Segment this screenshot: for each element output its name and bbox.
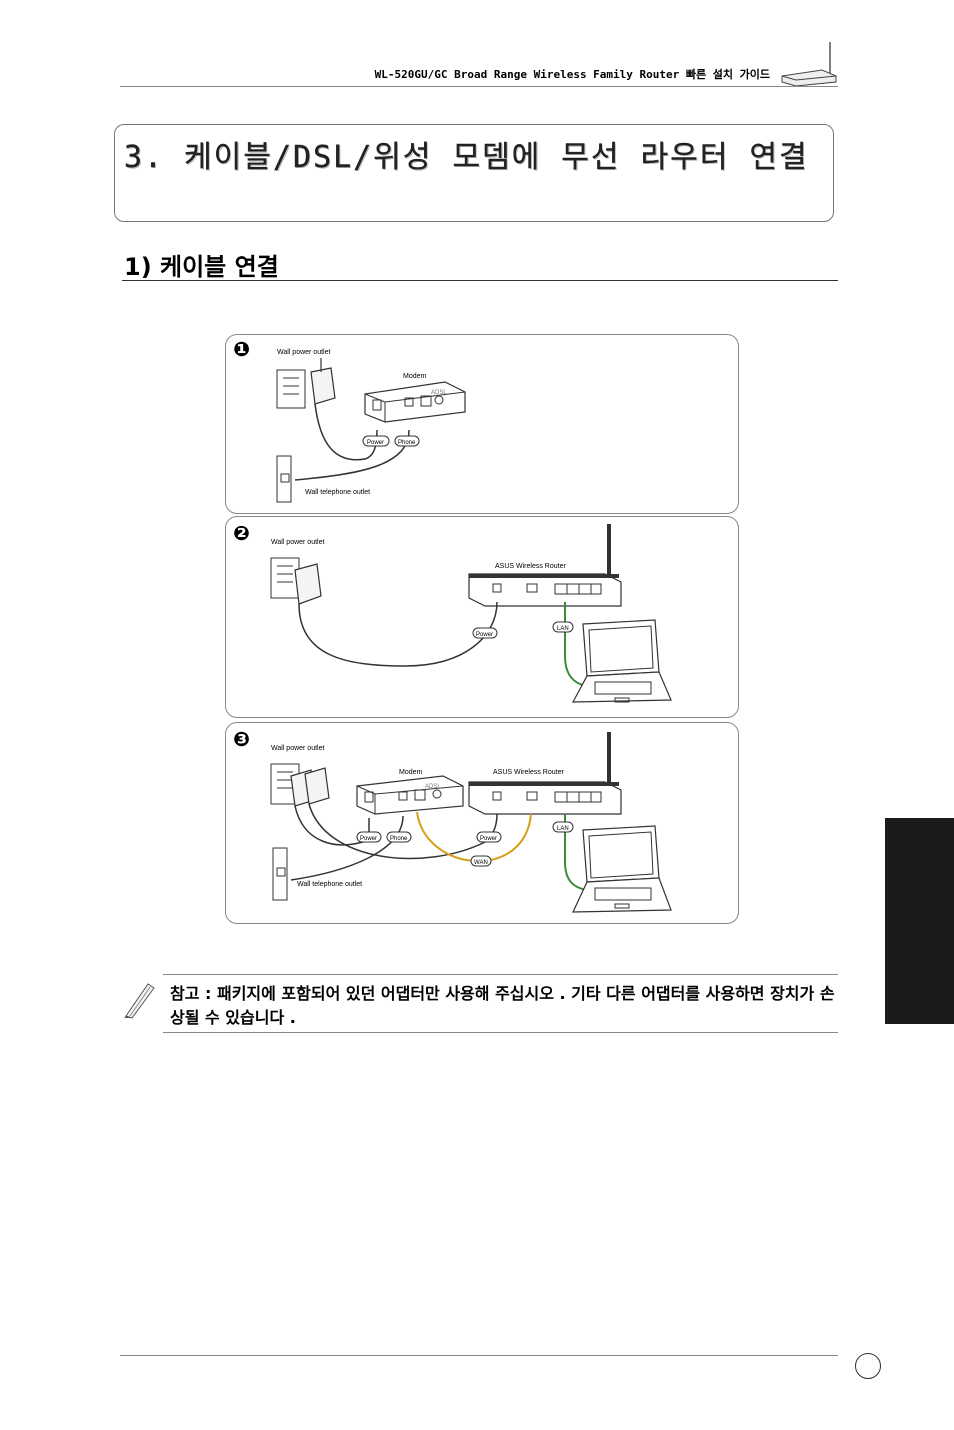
label-wan: WAN	[474, 860, 488, 866]
label-adsl: ADSL	[431, 390, 447, 396]
label-phone: Phone	[398, 440, 416, 446]
wall-telephone-outlet-icon	[272, 847, 288, 901]
note-rule-top	[163, 974, 838, 975]
label-wall-phone: Wall telephone outlet	[297, 881, 362, 888]
note-rule-bottom	[163, 1032, 838, 1033]
wall-power-outlet-icon	[276, 369, 306, 409]
label-wall-power: Wall power outlet	[271, 745, 324, 752]
step-number: ❷	[233, 523, 250, 545]
modem-icon	[364, 381, 466, 423]
label-power: Power	[367, 440, 384, 446]
chapter-title: 3. 케이블/DSL/위성 모뎀에 무선 라우터 연결	[124, 140, 809, 175]
power-adapter-icon	[294, 563, 322, 605]
diagram-panel-3: ❸ Wall power outlet Modem ADSL	[225, 722, 739, 924]
label-wall-phone: Wall telephone outlet	[305, 489, 370, 496]
power-adapter-icon	[310, 358, 336, 405]
laptop-icon	[571, 619, 672, 703]
label-wall-power: Wall power outlet	[271, 539, 324, 546]
label-modem: Modem	[399, 769, 423, 776]
label-adsl: ADSL	[425, 784, 441, 790]
label-modem: Modem	[403, 373, 427, 380]
wall-telephone-outlet-icon	[276, 455, 292, 503]
router-thumbnail-icon	[781, 42, 837, 87]
wireless-router-icon	[468, 732, 622, 815]
section-rule	[122, 280, 838, 281]
label-phone: Phone	[390, 836, 408, 842]
footer-rule	[120, 1355, 838, 1356]
step2-diagram: ❷ Wall power outlet ASUS Wireless Router	[233, 523, 672, 703]
chapter-side-tab	[885, 818, 954, 1024]
label-lan: LAN	[557, 826, 569, 832]
page-number-circle	[855, 1353, 881, 1379]
label-power-modem: Power	[360, 836, 377, 842]
note-pen-icon	[124, 983, 155, 1019]
step-number: ❶	[233, 339, 250, 361]
label-power: Power	[476, 632, 493, 638]
step1-diagram: ❶ Wall power outlet Modem ADSL	[233, 339, 466, 503]
label-wall-power: Wall power outlet	[277, 349, 330, 356]
label-router: ASUS Wireless Router	[495, 563, 566, 570]
step-number: ❸	[233, 729, 250, 751]
diagram-panel-2: ❷ Wall power outlet ASUS Wireless Router	[225, 516, 739, 718]
header-rule	[120, 86, 838, 87]
label-router: ASUS Wireless Router	[493, 769, 564, 776]
chapter-box	[114, 124, 834, 222]
running-header: WL-520GU/GC Broad Range Wireless Family …	[374, 68, 770, 81]
wireless-router-icon	[468, 524, 622, 607]
label-power-router: Power	[480, 836, 497, 842]
label-lan: LAN	[557, 626, 569, 632]
wall-power-outlet-icon	[270, 557, 300, 599]
modem-icon	[356, 775, 464, 815]
section-title: 1) 케이블 연결	[124, 253, 279, 281]
step3-diagram: ❸ Wall power outlet Modem ADSL	[233, 729, 672, 913]
power-adapter-icon	[290, 767, 330, 807]
laptop-icon	[572, 825, 672, 913]
diagram-panel-1: ❶ Wall power outlet Modem ADSL	[225, 334, 739, 514]
note-text: 참고 : 패키지에 포함되어 있던 어댑터만 사용해 주십시오 . 기타 다른 …	[170, 984, 835, 1027]
